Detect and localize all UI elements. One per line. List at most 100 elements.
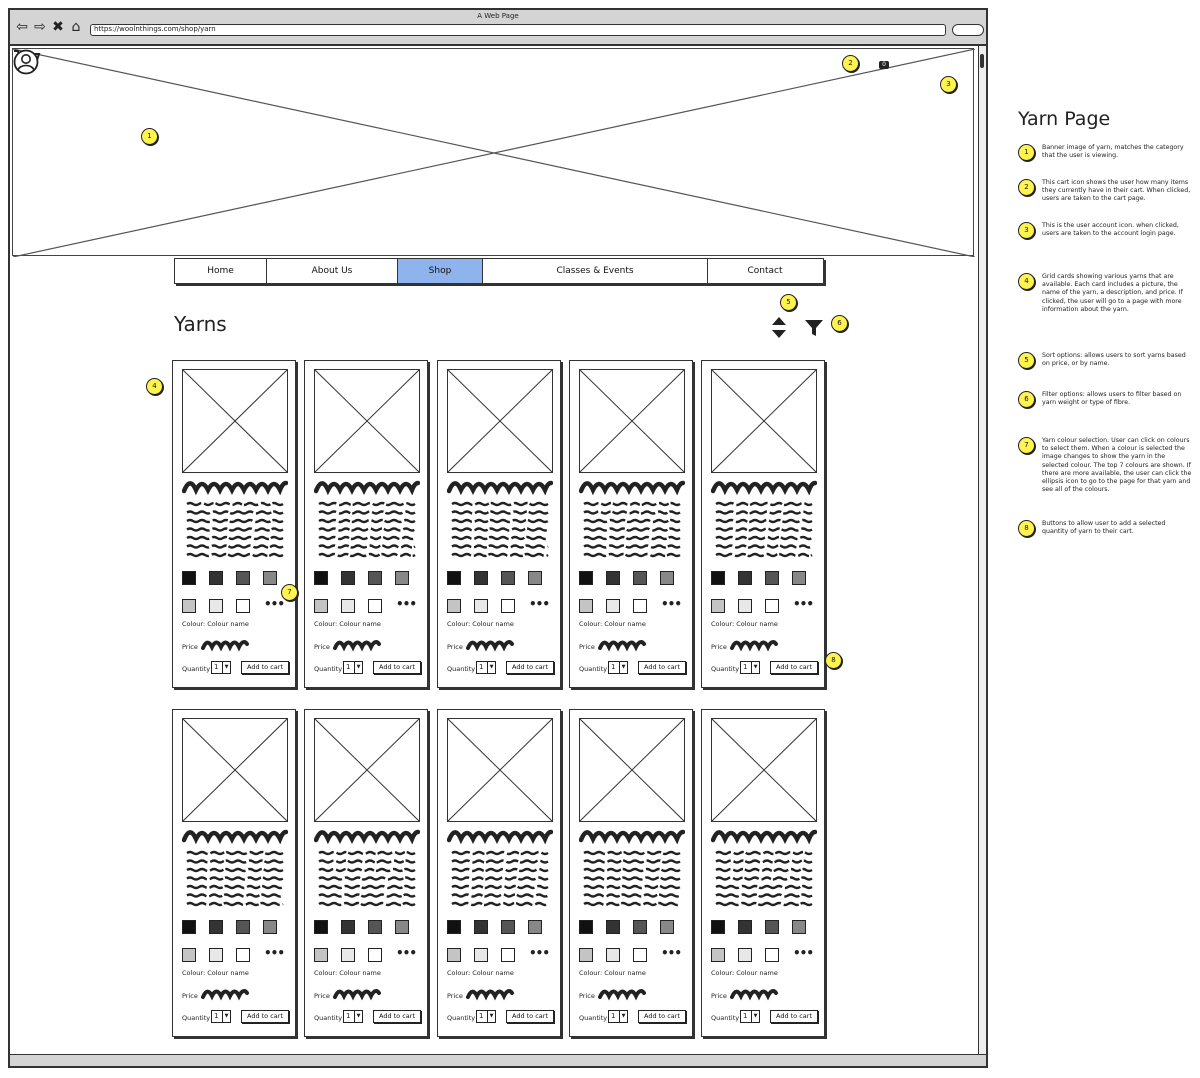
colour-swatch[interactable]: [606, 948, 620, 962]
add-to-cart-button[interactable]: Add to cart: [506, 1010, 554, 1023]
colour-swatch[interactable]: [501, 920, 515, 934]
colour-swatch[interactable]: [314, 571, 328, 585]
colour-swatch[interactable]: [314, 920, 328, 934]
yarn-image-placeholder[interactable]: [447, 718, 553, 822]
quantity-select[interactable]: 1▼: [211, 1010, 231, 1023]
add-to-cart-button[interactable]: Add to cart: [638, 1010, 686, 1023]
chevron-down-icon[interactable]: ▼: [222, 662, 230, 673]
add-to-cart-button[interactable]: Add to cart: [770, 1010, 818, 1023]
colour-swatch[interactable]: [182, 920, 196, 934]
colour-swatch[interactable]: [341, 571, 355, 585]
quantity-select[interactable]: 1▼: [343, 661, 363, 674]
colour-swatch[interactable]: [314, 948, 328, 962]
colour-swatch[interactable]: [368, 920, 382, 934]
add-to-cart-button[interactable]: Add to cart: [241, 1010, 289, 1023]
chevron-down-icon[interactable]: ▼: [354, 662, 362, 673]
add-to-cart-button[interactable]: Add to cart: [241, 661, 289, 674]
colour-swatch[interactable]: [501, 571, 515, 585]
colour-swatch[interactable]: [528, 571, 542, 585]
colour-swatch[interactable]: [447, 920, 461, 934]
colour-swatch[interactable]: [711, 948, 725, 962]
chevron-down-icon[interactable]: ▼: [354, 1011, 362, 1022]
nav-about-us[interactable]: About Us: [267, 259, 398, 283]
chevron-down-icon[interactable]: ▼: [487, 1011, 495, 1022]
colour-swatch[interactable]: [263, 571, 277, 585]
colour-swatch[interactable]: [236, 920, 250, 934]
add-to-cart-button[interactable]: Add to cart: [638, 661, 686, 674]
colour-swatch[interactable]: [633, 948, 647, 962]
colour-swatch[interactable]: [765, 599, 779, 613]
colour-swatch[interactable]: [341, 948, 355, 962]
colour-swatch[interactable]: [341, 599, 355, 613]
colour-swatch[interactable]: [368, 599, 382, 613]
chevron-down-icon[interactable]: ▼: [619, 662, 627, 673]
colour-swatch[interactable]: [447, 571, 461, 585]
colour-swatch[interactable]: [765, 571, 779, 585]
colour-swatch[interactable]: [579, 571, 593, 585]
colour-swatch[interactable]: [341, 920, 355, 934]
colour-swatch[interactable]: [738, 920, 752, 934]
quantity-select[interactable]: 1▼: [740, 661, 760, 674]
colour-swatch[interactable]: [474, 948, 488, 962]
yarn-image-placeholder[interactable]: [711, 718, 817, 822]
colour-swatch[interactable]: [633, 920, 647, 934]
colour-swatch[interactable]: [182, 948, 196, 962]
colour-swatch[interactable]: [209, 571, 223, 585]
colour-swatch[interactable]: [606, 920, 620, 934]
add-to-cart-button[interactable]: Add to cart: [373, 661, 421, 674]
nav-classes-events[interactable]: Classes & Events: [483, 259, 708, 283]
more-colours-ellipsis-icon[interactable]: •••: [396, 946, 417, 960]
colour-swatch[interactable]: [209, 599, 223, 613]
colour-swatch[interactable]: [633, 599, 647, 613]
colour-swatch[interactable]: [182, 571, 196, 585]
chevron-down-icon[interactable]: ▼: [751, 662, 759, 673]
scrollbar-thumb[interactable]: [980, 54, 984, 68]
colour-swatch[interactable]: [765, 948, 779, 962]
colour-swatch[interactable]: [395, 920, 409, 934]
add-to-cart-button[interactable]: Add to cart: [506, 661, 554, 674]
yarn-image-placeholder[interactable]: [579, 718, 685, 822]
filter-funnel-icon[interactable]: [804, 318, 824, 338]
colour-swatch[interactable]: [474, 571, 488, 585]
yarn-image-placeholder[interactable]: [182, 718, 288, 822]
yarn-image-placeholder[interactable]: [314, 369, 420, 473]
yarn-image-placeholder[interactable]: [579, 369, 685, 473]
add-to-cart-button[interactable]: Add to cart: [373, 1010, 421, 1023]
more-colours-ellipsis-icon[interactable]: •••: [264, 597, 285, 611]
colour-swatch[interactable]: [711, 599, 725, 613]
colour-swatch[interactable]: [711, 571, 725, 585]
colour-swatch[interactable]: [182, 599, 196, 613]
quantity-select[interactable]: 1▼: [608, 1010, 628, 1023]
colour-swatch[interactable]: [501, 599, 515, 613]
colour-swatch[interactable]: [263, 920, 277, 934]
chevron-down-icon[interactable]: ▼: [487, 662, 495, 673]
colour-swatch[interactable]: [606, 599, 620, 613]
colour-swatch[interactable]: [738, 948, 752, 962]
colour-swatch[interactable]: [660, 920, 674, 934]
nav-shop[interactable]: Shop: [398, 259, 483, 283]
chevron-down-icon[interactable]: ▼: [222, 1011, 230, 1022]
quantity-select[interactable]: 1▼: [476, 1010, 496, 1023]
url-input[interactable]: https://woolnthings.com/shop/yarn: [90, 24, 946, 36]
browser-search-field[interactable]: [952, 24, 984, 36]
close-x-icon[interactable]: ✖: [52, 19, 64, 35]
quantity-select[interactable]: 1▼: [476, 661, 496, 674]
colour-swatch[interactable]: [579, 948, 593, 962]
more-colours-ellipsis-icon[interactable]: •••: [661, 946, 682, 960]
colour-swatch[interactable]: [528, 920, 542, 934]
chevron-down-icon[interactable]: ▼: [619, 1011, 627, 1022]
nav-home[interactable]: Home: [175, 259, 267, 283]
colour-swatch[interactable]: [579, 920, 593, 934]
colour-swatch[interactable]: [236, 599, 250, 613]
colour-swatch[interactable]: [209, 920, 223, 934]
sort-up-down-icon[interactable]: [771, 316, 787, 340]
